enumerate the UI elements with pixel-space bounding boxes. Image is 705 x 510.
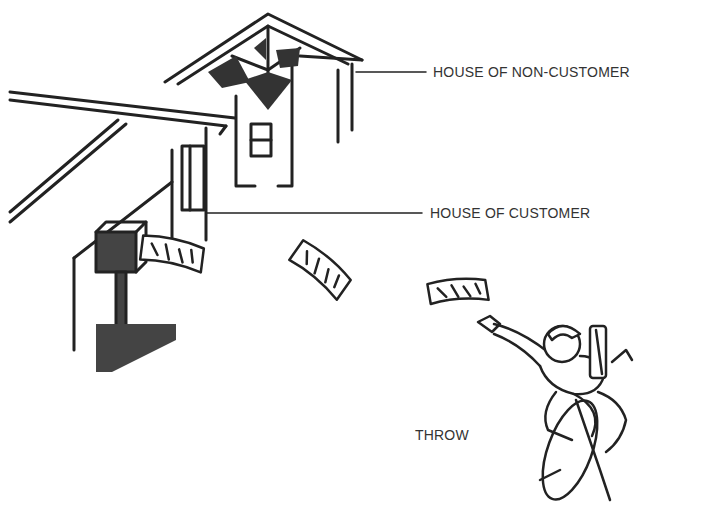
flying-newspaper	[138, 233, 488, 304]
customer-house	[10, 92, 235, 350]
part-label: HOUSE OF CUSTOMER	[430, 205, 590, 221]
leader-line	[206, 212, 422, 214]
paperboy-on-bicycle	[478, 316, 632, 506]
part-label: HOUSE OF NON-CUSTOMER	[433, 64, 630, 80]
non-customer-house	[165, 14, 362, 186]
part-label: THROW	[415, 427, 469, 443]
leader-line	[356, 71, 426, 73]
